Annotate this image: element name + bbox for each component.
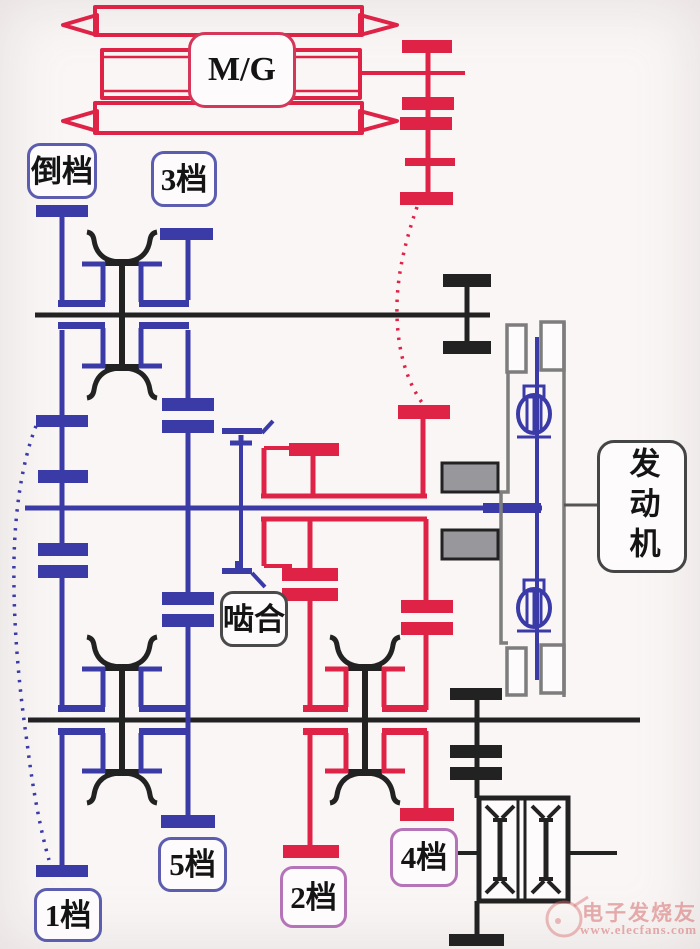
upper-shaft-fixed-gear (443, 274, 491, 354)
lower-mid-synchronizer (303, 634, 427, 806)
lower-left-synchronizer (58, 634, 189, 806)
shift-fork-icon (329, 634, 401, 670)
gear-3-label: 3档 (151, 151, 217, 207)
third-fifth-gear-column (160, 228, 215, 828)
shift-fork-icon (86, 365, 158, 401)
final-drive-differential (449, 688, 617, 946)
motor-generator-symbol (61, 5, 465, 135)
watermark-url: www.elecfans.com (580, 922, 698, 937)
dog-clutch-sleeve (222, 419, 275, 589)
gear-4-label: 4档 (390, 828, 458, 887)
reverse-gear-label: 倒档 (27, 143, 97, 199)
clutch-damper-assembly (440, 320, 597, 697)
mg-link-dashed-curve (395, 206, 425, 406)
shift-fork-icon (86, 634, 158, 670)
reverse-first-gear-column (12, 205, 88, 877)
mg-drive-shaft (395, 40, 455, 406)
watermark-brand: 电子发烧友 (582, 901, 697, 925)
damper-spring-icon (516, 578, 552, 633)
watermark-logo-icon (545, 895, 589, 938)
input-red-gear-cluster (261, 405, 454, 858)
bevel-gear-icon (484, 804, 516, 895)
clutch-housing (499, 320, 566, 697)
damper-spring-icon (516, 384, 552, 439)
shift-fork-icon (86, 229, 158, 265)
bevel-gear-icon (530, 804, 562, 895)
gear-2-label: 2档 (280, 866, 347, 928)
motor-generator-label: M/G (188, 32, 296, 108)
mesh-label: 啮合 (220, 591, 288, 647)
gear-1-label: 1档 (34, 888, 102, 942)
gear-5-label: 5档 (158, 837, 227, 892)
upper-synchronizer (58, 229, 189, 401)
input-shaft (25, 503, 542, 513)
shift-fork-icon (329, 770, 401, 806)
clutch-pad (440, 461, 500, 494)
shift-fork-icon (86, 770, 158, 806)
reverse-link-dashed-curve (12, 425, 51, 861)
engine-label: 发动机 (597, 440, 687, 573)
clutch-pad (440, 528, 500, 561)
